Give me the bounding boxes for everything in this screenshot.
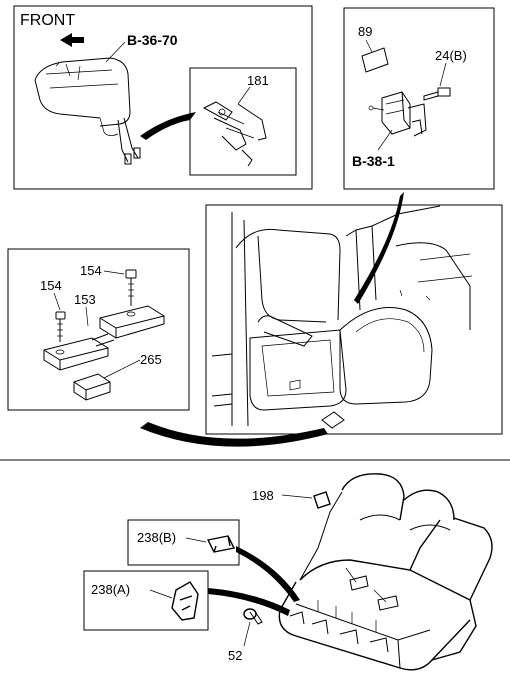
clip-198 <box>313 491 331 509</box>
panel-front-belt: FRONT B-36-70 181 <box>13 5 313 190</box>
door-handle <box>257 315 313 347</box>
front-label: FRONT <box>20 12 75 29</box>
leader-238a <box>149 589 173 599</box>
part-153-label: 153 <box>74 292 96 307</box>
callout-arrow-238b <box>236 546 300 602</box>
ref-b-38-1: B-38-1 <box>352 153 395 169</box>
panel-interior-frame <box>205 204 503 435</box>
front-arrow-icon <box>60 33 84 47</box>
floor-anchor-mark <box>321 411 345 429</box>
leader-238b <box>185 537 207 543</box>
panel-plates-frame <box>7 248 190 411</box>
leader-b-36-70 <box>105 41 126 63</box>
part-198-label: 198 <box>252 488 274 503</box>
cover-238a <box>171 581 199 621</box>
bolt-154-left <box>55 311 66 342</box>
panel-bracket: 89 24(B) B-38-1 <box>343 7 495 190</box>
bolt-24b <box>423 87 451 101</box>
inset-181-frame <box>189 67 297 176</box>
pad-89 <box>361 47 389 73</box>
inset-238b-frame <box>127 519 240 566</box>
leader-153 <box>85 306 89 327</box>
inset-238a-frame <box>83 570 209 631</box>
panel-plates: 154 154 153 <box>7 248 190 411</box>
callout-arrow-plates <box>140 422 328 447</box>
part-154-right-label: 154 <box>80 263 102 278</box>
anchor-plate-153 <box>43 305 165 371</box>
panel-front-belt-frame <box>13 5 313 190</box>
cover-238b <box>206 535 236 553</box>
part-89-label: 89 <box>358 24 372 39</box>
wheel-arch <box>339 307 433 405</box>
leader-154-left <box>53 292 61 311</box>
bracket-assembly <box>368 91 427 137</box>
part-181-label: 181 <box>247 73 269 88</box>
callout-arrow-bracket <box>354 192 404 304</box>
rear-seat-section: 198 238(B) 238(A) <box>83 473 493 671</box>
rear-seat-sketch <box>278 473 493 671</box>
part-238b-label: 238(B) <box>137 530 176 545</box>
bolt-154-right <box>125 269 137 306</box>
panel-bracket-frame <box>343 7 495 190</box>
leader-181 <box>237 86 251 105</box>
leader-b-38-1 <box>377 129 393 151</box>
leader-198 <box>281 494 313 499</box>
ref-b-36-70: B-36-70 <box>127 32 178 48</box>
leader-24b <box>439 62 447 87</box>
door-panel <box>249 329 347 411</box>
part-238a-label: 238(A) <box>91 582 130 597</box>
seat-belt-buckle-assembly <box>202 101 267 167</box>
bolt-52 <box>243 608 263 625</box>
part-154-left-label: 154 <box>40 278 62 293</box>
leader-52 <box>243 621 251 647</box>
part-265-label: 265 <box>140 352 162 367</box>
leader-89 <box>365 39 373 53</box>
cover-265 <box>73 373 111 401</box>
seat-back-sketch <box>34 57 141 165</box>
callout-arrow-181 <box>140 112 196 140</box>
part-24b-label: 24(B) <box>435 48 467 63</box>
leader-265 <box>103 359 141 379</box>
panel-interior <box>205 204 503 435</box>
callout-arrow-238a <box>208 588 290 616</box>
leader-154-right <box>103 270 125 275</box>
part-52-label: 52 <box>228 648 242 663</box>
